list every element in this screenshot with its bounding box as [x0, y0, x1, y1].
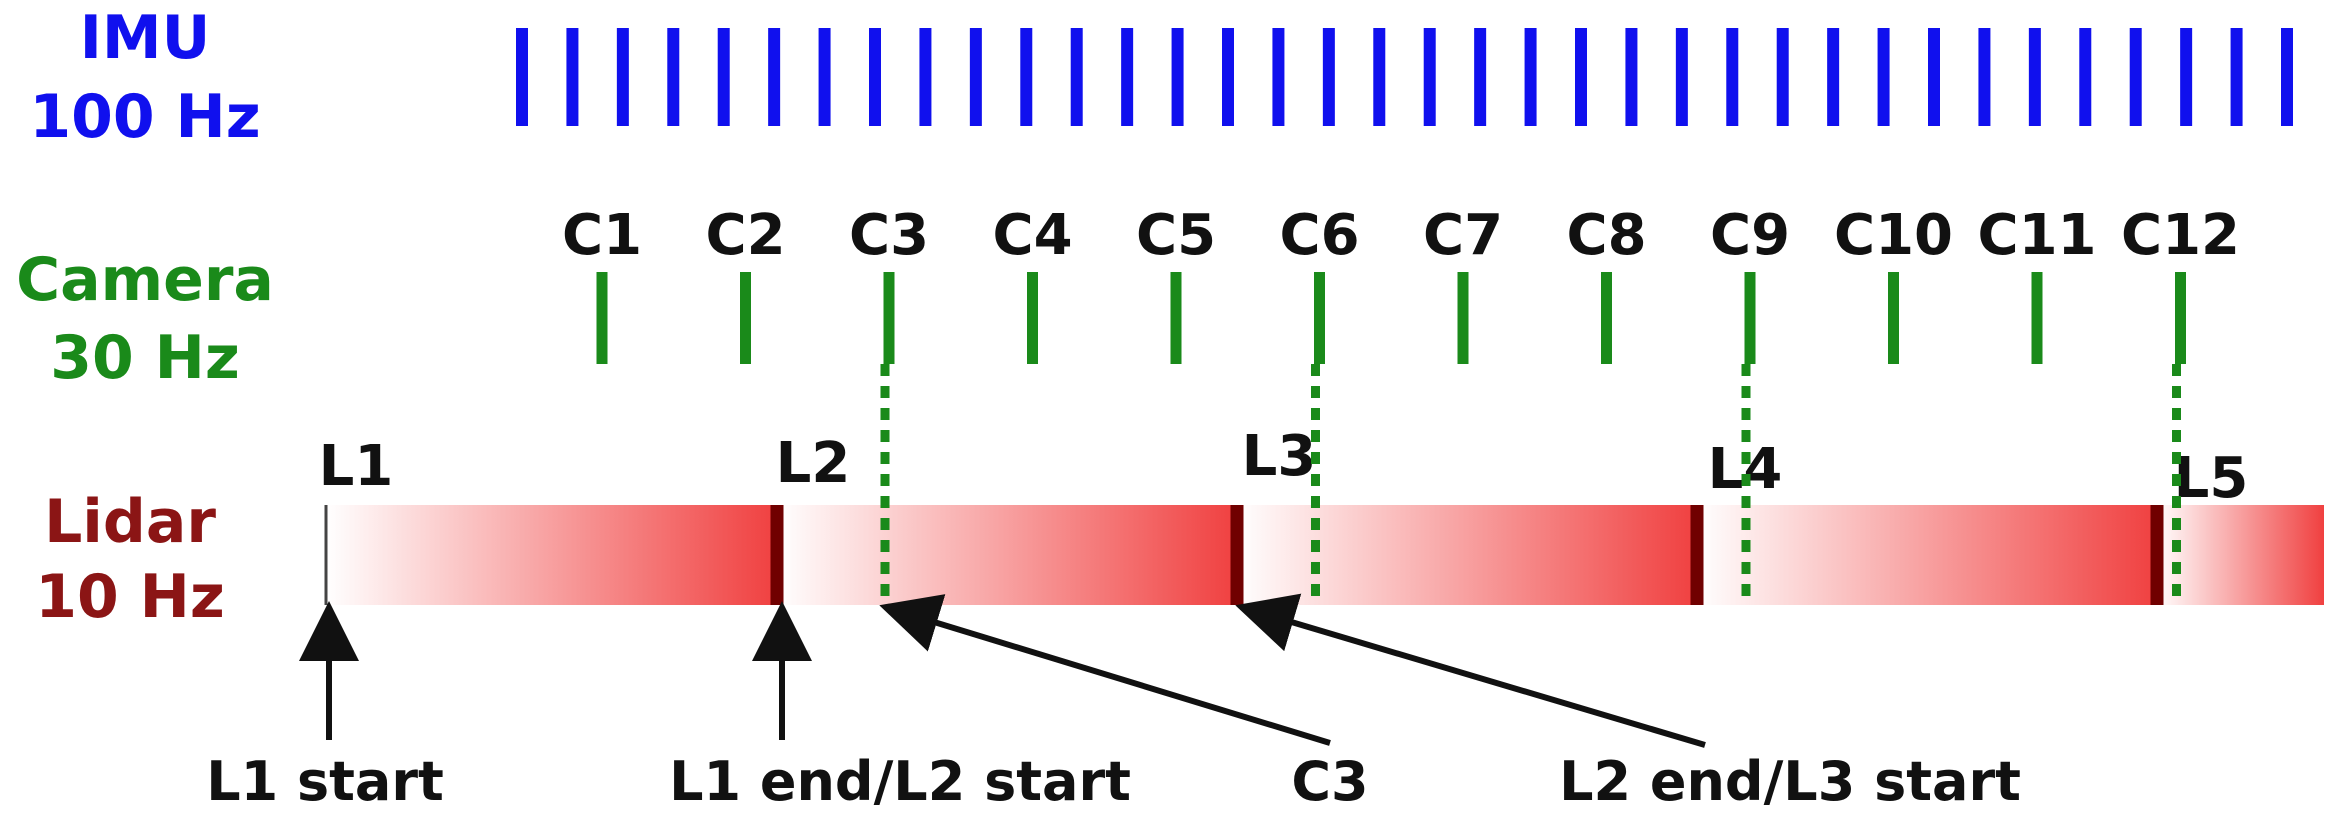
- camera-label-c4: C4: [992, 203, 1072, 268]
- camera-name: Camera: [16, 245, 274, 315]
- lidar-label-l5: L5: [2174, 446, 2249, 511]
- camera-label-c7: C7: [1423, 203, 1503, 268]
- lidar-scan-l5: [2157, 505, 2324, 605]
- camera-label-c9: C9: [1710, 203, 1790, 268]
- lidar-row-label: Lidar 10 Hz: [35, 487, 225, 632]
- annotation-arrow-c3: [879, 594, 1331, 746]
- annotation-label-l1-start: L1 start: [206, 750, 444, 813]
- annotation-arrows: [299, 593, 1706, 748]
- sync-lines: [880, 364, 2181, 605]
- lidar-scan-l2: [777, 505, 1237, 605]
- annotation-label-l1-end-l2-start: L1 end/L2 start: [669, 750, 1131, 813]
- lidar-label-l4: L4: [1708, 437, 1783, 502]
- lidar-name: Lidar: [44, 487, 216, 557]
- camera-label-c2: C2: [705, 203, 785, 268]
- camera-rate: 30 Hz: [50, 323, 240, 393]
- camera-label-c10: C10: [1834, 203, 1953, 268]
- imu-row-label: IMU 100 Hz: [29, 3, 260, 152]
- imu-ticks: [516, 28, 2293, 126]
- lidar-scan-l1: [326, 505, 777, 605]
- camera-label-c8: C8: [1566, 203, 1646, 268]
- camera-label-c3: C3: [849, 203, 929, 268]
- lidar-label-l1: L1: [319, 434, 394, 499]
- annotation-arrow-l2-end-l3-start: [1235, 593, 1706, 748]
- lidar-label-l2: L2: [776, 431, 851, 496]
- imu-rate: 100 Hz: [29, 82, 260, 152]
- annotation-label-l2-end-l3-start: L2 end/L3 start: [1559, 750, 2021, 813]
- imu-name: IMU: [80, 3, 211, 73]
- lidar-scans: L1 L2 L3 L4 L5: [319, 424, 2324, 605]
- lidar-rate: 10 Hz: [35, 562, 225, 632]
- lidar-label-l3: L3: [1242, 424, 1317, 489]
- annotation-labels: L1 start L1 end/L2 start C3 L2 end/L3 start: [206, 750, 2021, 813]
- lidar-scan-l4: [1697, 505, 2157, 605]
- lidar-scan-l3: [1237, 505, 1697, 605]
- camera-label-c6: C6: [1279, 203, 1359, 268]
- camera-row-label: Camera 30 Hz: [16, 245, 274, 393]
- camera-ticks: C1 C2 C3 C4 C5 C6 C7 C8 C9 C10 C11 C12: [562, 203, 2240, 364]
- camera-label-c12: C12: [2121, 203, 2240, 268]
- camera-label-c1: C1: [562, 203, 642, 268]
- camera-label-c5: C5: [1136, 203, 1216, 268]
- camera-label-c11: C11: [1977, 203, 2096, 268]
- annotation-label-c3: C3: [1291, 750, 1368, 813]
